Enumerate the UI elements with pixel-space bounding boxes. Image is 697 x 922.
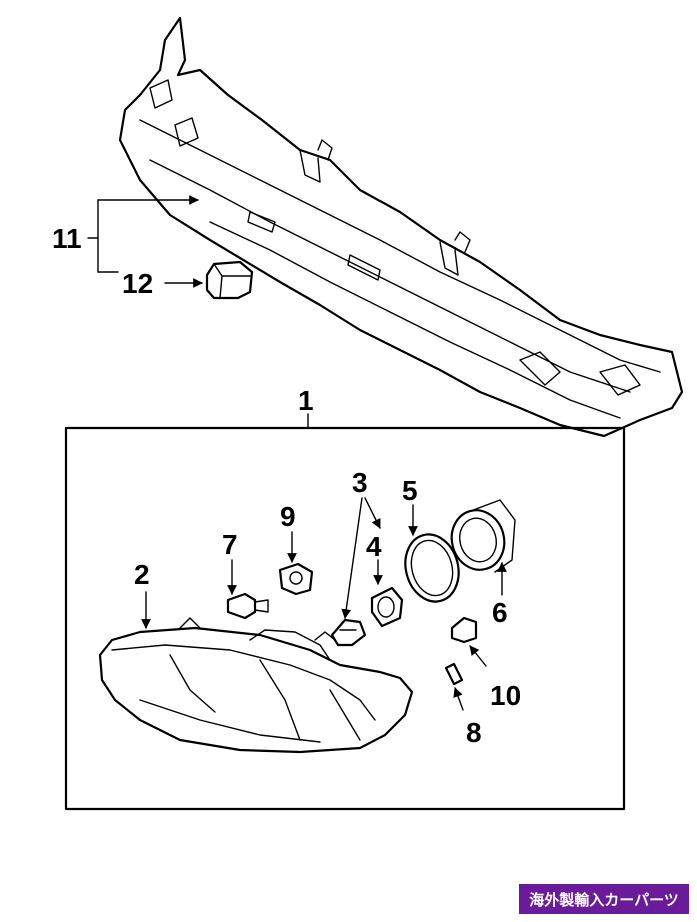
radiator-support-panel xyxy=(118,16,684,438)
callout-10-arrow xyxy=(469,645,487,667)
callout-8-arrow xyxy=(453,687,464,711)
callout-11: 11 xyxy=(52,223,82,254)
callout-6: 6 xyxy=(492,597,508,628)
socket-part-9 xyxy=(278,562,314,596)
callout-3-arrow-b xyxy=(364,497,381,529)
headlamp-assembly xyxy=(98,617,414,754)
socket-part-10 xyxy=(450,616,478,644)
shop-banner: 海外製輸入カーパーツ xyxy=(519,884,689,914)
callout-5: 5 xyxy=(402,475,418,506)
callout-8: 8 xyxy=(466,717,482,748)
retainer-part-4 xyxy=(370,586,404,628)
callout-7: 7 xyxy=(222,529,238,560)
clip-part-12 xyxy=(205,260,254,300)
callout-2: 2 xyxy=(134,559,150,590)
callout-3: 3 xyxy=(352,467,368,498)
cap-part-6 xyxy=(450,499,516,573)
callout-11-bracket xyxy=(87,195,199,273)
callout-3-arrow-a xyxy=(341,497,363,619)
bulb-part-7 xyxy=(226,592,269,620)
headlamp-group-box xyxy=(64,426,626,811)
callout-12: 12 xyxy=(122,268,153,299)
callout-4: 4 xyxy=(366,531,382,562)
callout-1: 1 xyxy=(298,385,314,416)
bulb-part-3 xyxy=(330,618,367,647)
callout-10: 10 xyxy=(490,680,521,711)
bulb-part-8 xyxy=(444,662,464,686)
callout-9: 9 xyxy=(280,501,296,532)
seal-part-5 xyxy=(404,533,460,603)
